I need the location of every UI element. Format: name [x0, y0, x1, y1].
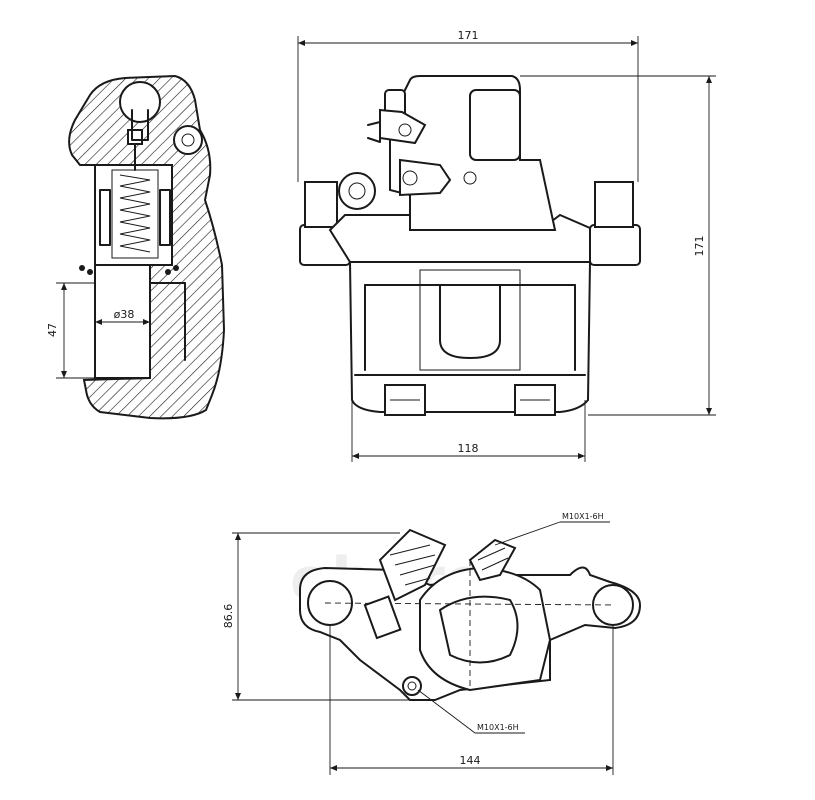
front-height-right-label: 171	[693, 236, 706, 257]
thread-callout-bottom-label: M10X1-6H	[477, 723, 519, 732]
bottom-hose-fitting	[363, 528, 447, 640]
dimension-front-width-bottom: 118	[351, 400, 586, 462]
piston-window	[439, 284, 501, 360]
dimension-front-width-top: 171	[297, 29, 639, 182]
section-view: ø38 47	[46, 74, 226, 420]
front-view: 171 171 118	[297, 29, 716, 462]
thread-callout-top: M10X1-6H	[494, 512, 610, 546]
bottom-view: oboro 86.6	[222, 512, 642, 775]
bottom-lug	[402, 676, 422, 696]
thread-callout-top-label: M10X1-6H	[562, 512, 604, 521]
cylinder-boss	[469, 89, 521, 161]
vent-hole	[463, 171, 477, 185]
bore-diameter-label: ø38	[114, 308, 135, 321]
piston-seal	[79, 265, 179, 275]
front-width-top-label: 171	[458, 29, 479, 42]
bottom-width-label: 144	[460, 754, 481, 767]
dimension-section-height: 47	[46, 282, 95, 379]
right-guide-pin	[594, 181, 634, 228]
dimension-front-height-right: 171	[520, 75, 716, 416]
section-height-label: 47	[46, 323, 59, 337]
left-guide-pin	[304, 181, 338, 228]
bottom-height-label: 86.6	[222, 604, 235, 629]
piston	[94, 264, 151, 379]
hose-port	[173, 125, 203, 155]
bottom-caliper-body	[419, 566, 552, 692]
dimension-bottom-width: 144	[329, 625, 614, 775]
hose-fitting	[338, 172, 376, 210]
dimension-bottom-height: 86.6	[222, 532, 410, 701]
thread-callout-bottom: M10X1-6H	[417, 689, 525, 734]
bleeder-screw	[399, 158, 452, 197]
front-width-bottom-label: 118	[458, 442, 479, 455]
bleed-port	[119, 81, 161, 123]
bottom-bleeder	[468, 538, 517, 582]
dimension-bore-diameter: ø38	[94, 290, 150, 330]
top-bolt	[367, 89, 427, 145]
right-mount-ear	[589, 224, 641, 266]
